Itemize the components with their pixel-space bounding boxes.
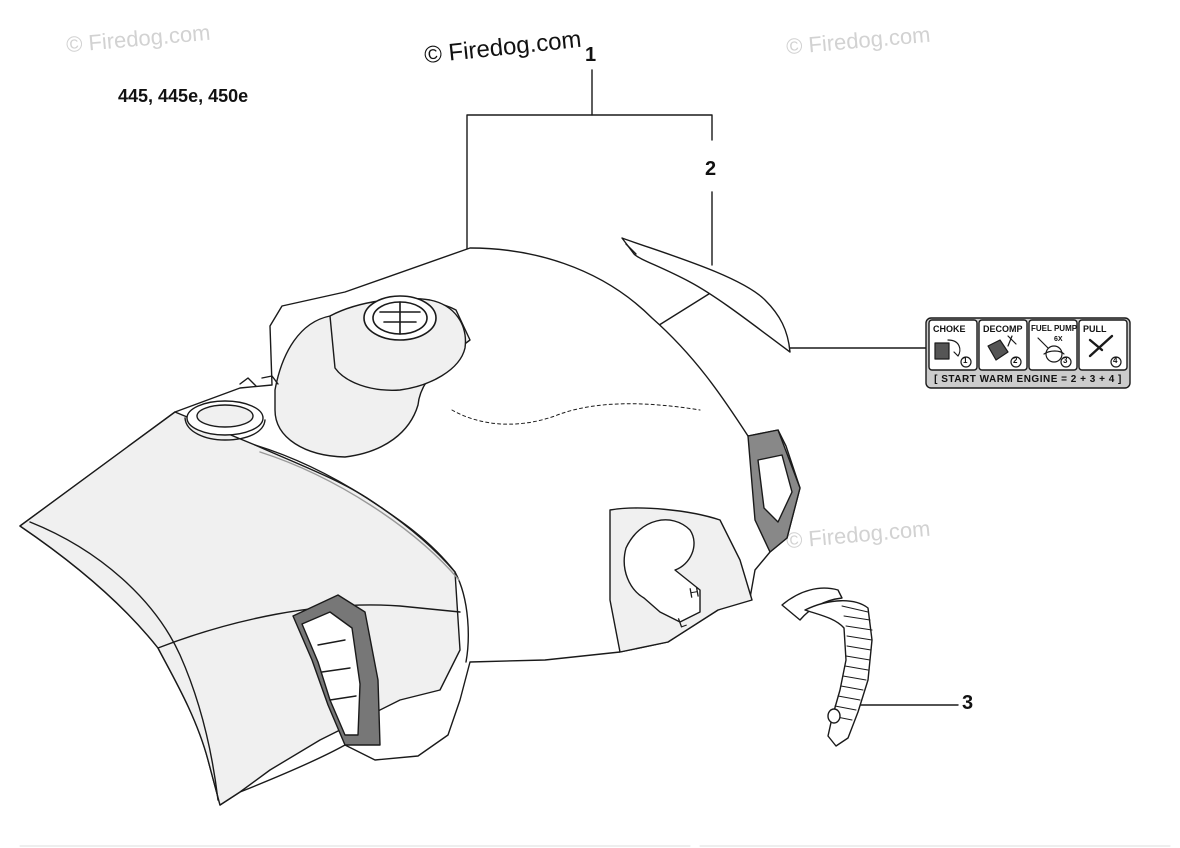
decal-step-fuel-pump-title: FUEL PUMP <box>1031 324 1078 333</box>
decal-footer: [ START WARM ENGINE = 2 + 3 + 4 ] <box>934 374 1122 385</box>
decal-step-4-number: 4 <box>1113 356 1118 365</box>
svg-text:H: H <box>688 583 701 601</box>
decomp-icon <box>987 335 1022 368</box>
pull-icon <box>1088 334 1122 368</box>
decal-step-decomp-title: DECOMP <box>983 324 1023 334</box>
brand-logo <box>363 295 437 341</box>
chain-catcher-clip <box>781 587 873 747</box>
decal-step-choke-title: CHOKE <box>933 324 966 334</box>
model-label: 445, 445e, 450e <box>118 86 249 106</box>
decal-step-pull-title: PULL <box>1083 324 1107 334</box>
callout-1: 1 <box>585 44 597 66</box>
decal-step-1-number: 1 <box>963 356 968 365</box>
choke-icon <box>934 339 972 368</box>
leader-lines <box>466 69 959 706</box>
decal-strip <box>621 237 791 353</box>
decal-step-2-number: 2 <box>1013 356 1018 365</box>
callout-2: 2 <box>705 158 717 180</box>
decal-fuel-pump-note: 6X <box>1054 336 1063 343</box>
decal-step-3-number: 3 <box>1063 356 1068 365</box>
callout-3: 3 <box>962 692 974 714</box>
cylinder-cover: H L <box>19 247 801 806</box>
fuel-pump-icon <box>1037 337 1072 368</box>
